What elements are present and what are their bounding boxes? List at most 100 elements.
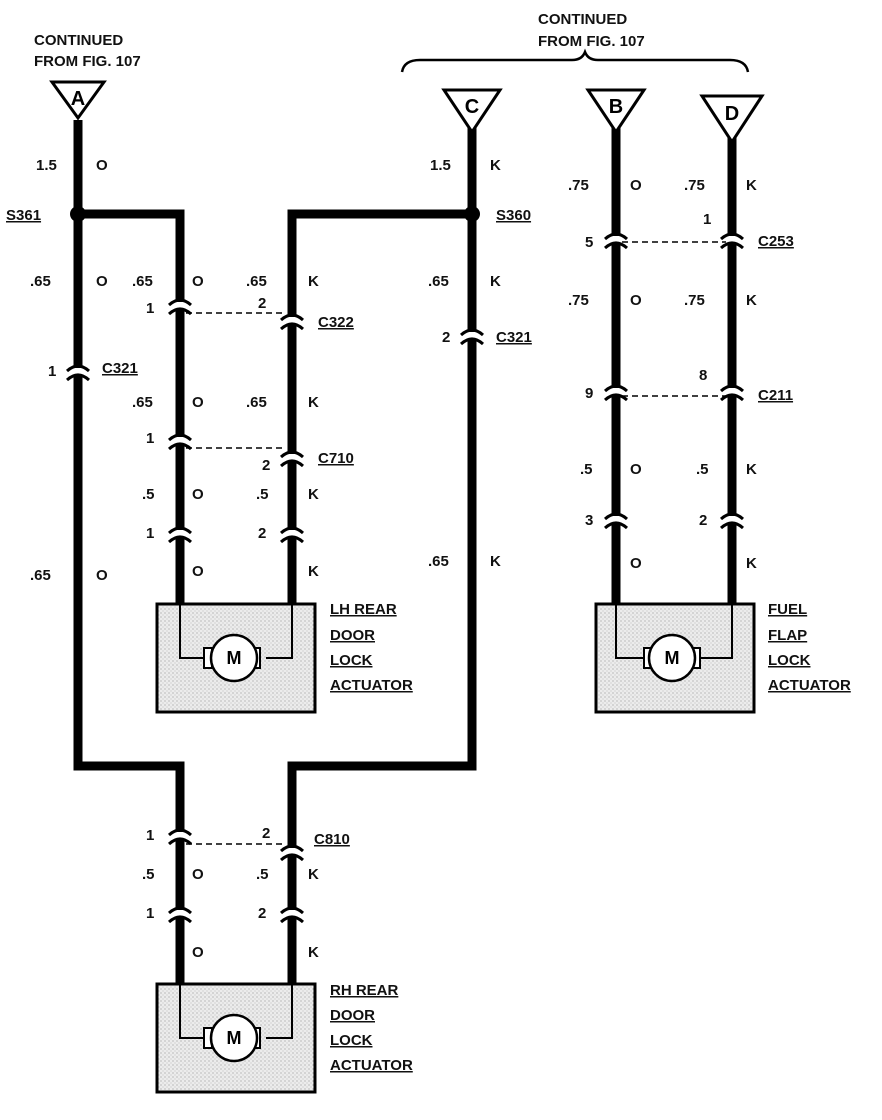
rh-actuator-label-line3: LOCK [330, 1032, 373, 1049]
splice-s360-label: S360 [496, 207, 531, 224]
wire-a-trunk [73, 120, 185, 988]
lh-actuator-label-line2: DOOR [330, 627, 375, 644]
wire-s361-down-size: .65 [30, 273, 51, 290]
wire-s360-lh-k [287, 209, 472, 604]
wire-c360-down-color: K [490, 273, 501, 290]
lh-actuator-label-line4: ACTUATOR [330, 677, 413, 694]
wire-lh-k2-color: K [308, 394, 319, 411]
splice-s361-dot [70, 206, 86, 222]
wire-rh-o1-size: .5 [142, 866, 155, 883]
continued-right-line2: FROM FIG. 107 [538, 33, 645, 50]
wire-lh-k1-size: .65 [246, 273, 267, 290]
pin-c211-k: 8 [699, 367, 707, 384]
wire-lh-k4-color: K [308, 563, 319, 580]
fuel-motor-icon [647, 633, 697, 683]
wire-rh-o2-color: O [192, 944, 204, 961]
wire-d1-color: K [746, 177, 757, 194]
wire-rh-k1-size: .5 [256, 866, 269, 883]
pin-c810-k: 2 [262, 825, 270, 842]
pin-rh-k: 2 [258, 905, 266, 922]
wire-b1-size: .75 [568, 177, 589, 194]
pin-c211-o: 9 [585, 385, 593, 402]
rh-rear-door-lock-actuator: M [155, 982, 317, 1094]
wires [73, 120, 737, 988]
rh-actuator-label-line1: RH REAR [330, 982, 399, 999]
fuel-actuator-label-line1: FUEL [768, 601, 807, 618]
connector-lh-o [167, 526, 193, 544]
lh-motor-icon [209, 633, 259, 683]
connector-c322-k [279, 313, 305, 331]
connector-c211-o [603, 384, 629, 402]
wire-d3-color: K [746, 461, 757, 478]
wire-lh-k1-color: K [308, 273, 319, 290]
connector-c321-right [459, 328, 485, 346]
wire-c-color: K [490, 157, 501, 174]
connector-dashes [186, 241, 726, 845]
rh-actuator-label-line2: DOOR [330, 1007, 375, 1024]
wire-c-size: 1.5 [430, 157, 451, 174]
pin-c253-k: 1 [703, 211, 711, 228]
connector-symbols [65, 232, 745, 924]
wire-lh-k2-size: .65 [246, 394, 267, 411]
connector-c810-o [167, 828, 193, 846]
continued-right-note: CONTINUED FROM FIG. 107 [538, 11, 645, 50]
wire-c360-down-size: .65 [428, 273, 449, 290]
wire-d3-size: .5 [696, 461, 709, 478]
terminal-b: B [585, 88, 647, 135]
wire-right-long-size: .65 [428, 553, 449, 570]
connector-c211-k [719, 384, 745, 402]
fuel-actuator-label-line3: LOCK [768, 652, 811, 669]
wire-rh-k1-color: K [308, 866, 319, 883]
wire-c-trunk [287, 120, 477, 988]
wire-b1-color: O [630, 177, 642, 194]
pin-c321-right: 2 [442, 329, 450, 346]
lh-motor-symbol: M [227, 648, 242, 668]
pin-c322-o: 1 [146, 300, 154, 317]
terminal-d: D [699, 94, 765, 145]
pin-c710-o: 1 [146, 430, 154, 447]
terminal-a-label: A [71, 88, 85, 110]
wire-left-long-color: O [96, 567, 108, 584]
wire-lh-k3-color: K [308, 486, 319, 503]
continued-right-line1: CONTINUED [538, 11, 627, 28]
pin-c322-k: 2 [258, 295, 266, 312]
wire-lh-k3-size: .5 [256, 486, 269, 503]
wire-d2-color: K [746, 292, 757, 309]
connector-c321-right-label: C321 [496, 329, 532, 346]
connector-c321-left-label: C321 [102, 360, 138, 377]
lh-rear-door-lock-actuator: M [155, 602, 317, 714]
connector-c253-o [603, 232, 629, 250]
terminal-c-label: C [465, 96, 479, 118]
wire-lh-o1-color: O [192, 273, 204, 290]
connector-c253-k [719, 232, 745, 250]
connector-rh-k [279, 906, 305, 924]
lh-actuator-label-line3: LOCK [330, 652, 373, 669]
connector-fuel-k [719, 512, 745, 530]
pin-c710-k: 2 [262, 457, 270, 474]
lh-actuator-label-line1: LH REAR [330, 601, 397, 618]
wire-a-size: 1.5 [36, 157, 57, 174]
fuel-actuator-label: FUEL FLAP LOCK ACTUATOR [768, 601, 851, 694]
wire-left-long-size: .65 [30, 567, 51, 584]
terminal-a: A [49, 80, 107, 121]
terminal-c: C [441, 88, 503, 135]
rh-actuator-label: RH REAR DOOR LOCK ACTUATOR [330, 982, 413, 1074]
fuel-actuator-label-line2: FLAP [768, 627, 807, 644]
splice-s360-dot [464, 206, 480, 222]
wire-labels: 1.5 O 1.5 K .65 O .65 O .65 K .65 K .65 … [30, 157, 757, 961]
wire-lh-o3-color: O [192, 486, 204, 503]
pin-c810-o: 1 [146, 827, 154, 844]
wire-b3-color: O [630, 461, 642, 478]
wire-b2-color: O [630, 292, 642, 309]
wire-b4-color: O [630, 555, 642, 572]
rh-motor-symbol: M [227, 1028, 242, 1048]
wire-s361-down-color: O [96, 273, 108, 290]
connector-lh-k [279, 526, 305, 544]
rh-motor-icon [209, 1013, 259, 1063]
continued-left-line2: FROM FIG. 107 [34, 53, 141, 70]
grouping-brace [400, 48, 750, 73]
connector-c321-left [65, 364, 91, 382]
wire-lh-o2-color: O [192, 394, 204, 411]
